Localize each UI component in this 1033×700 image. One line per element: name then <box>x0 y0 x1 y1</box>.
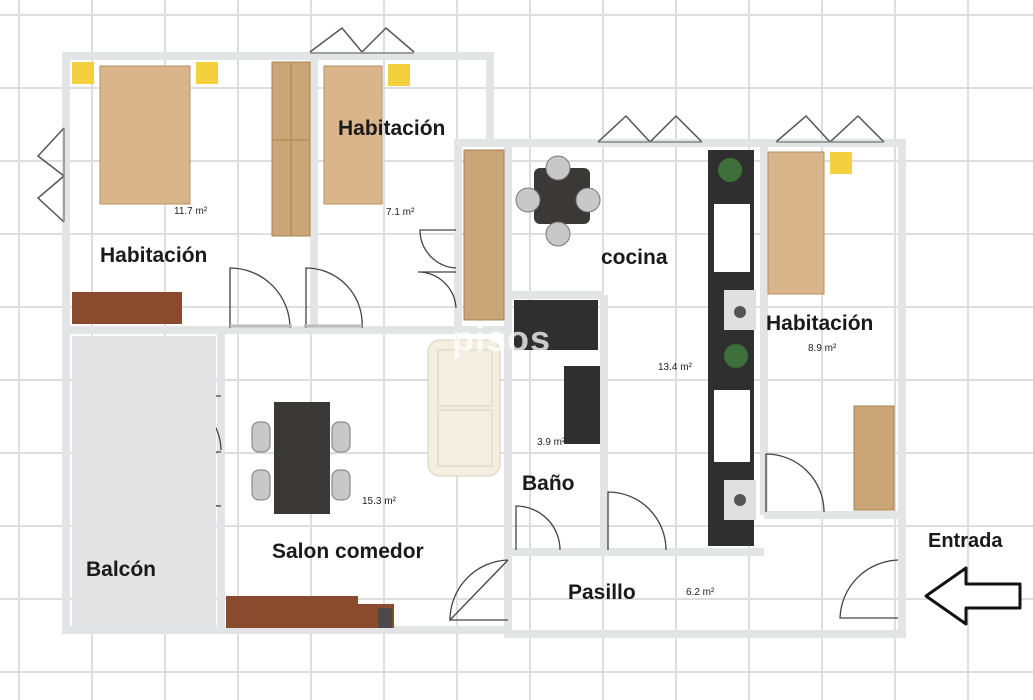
window-bedroom-2 <box>309 26 415 54</box>
chair <box>331 421 351 453</box>
door-bedroom-3 <box>765 453 825 513</box>
dresser <box>72 292 182 324</box>
chair <box>251 469 271 501</box>
bath-cabinet <box>514 300 598 350</box>
dining-table <box>274 402 330 514</box>
area-kitchen: 13.4 m² <box>658 362 692 373</box>
room-name-bedroom-2: Habitación <box>338 117 446 140</box>
balcony-floor <box>72 336 216 626</box>
kitchen-table <box>534 168 590 224</box>
door-bathroom <box>515 505 561 551</box>
chair <box>545 155 571 181</box>
outer-wall-right <box>62 139 906 638</box>
walls <box>62 52 906 638</box>
area-bedroom-1: 11.7 m² <box>174 206 208 217</box>
room-name-living-dining: Salon comedor <box>272 540 424 563</box>
bathroom-furniture <box>514 300 600 444</box>
wardrobe-3 <box>853 405 895 511</box>
double-bed <box>99 65 191 205</box>
chair <box>545 221 571 247</box>
area-bedroom-3: 8.9 m² <box>808 343 837 354</box>
bedroom-3-furniture <box>767 151 895 511</box>
wardrobe-2 <box>463 149 505 321</box>
entrance-label: Entrada <box>928 530 1003 552</box>
room-name-bedroom-3: Habitación <box>766 312 874 335</box>
nightstand-bed-2 <box>388 64 410 86</box>
room-name-kitchen: cocina <box>601 246 668 269</box>
single-bed-2 <box>323 65 383 205</box>
area-living-dining: 15.3 m² <box>362 496 396 507</box>
door-bedroom-2 <box>305 267 363 329</box>
area-hallway: 6.2 m² <box>686 587 715 598</box>
door-kitchen-bottom <box>607 491 667 551</box>
bedroom-2-furniture <box>323 64 410 205</box>
chair <box>575 187 601 213</box>
bath-unit <box>564 366 600 444</box>
windows <box>36 26 885 223</box>
door-kitchen-left <box>419 229 457 269</box>
nightstand-left <box>72 62 94 84</box>
nightstand-bed-3 <box>830 152 852 174</box>
entrance-arrow-icon <box>924 566 1022 626</box>
area-bedroom-2: 7.1 m² <box>386 207 415 218</box>
single-bed-3 <box>767 151 825 295</box>
room-name-hallway: Pasillo <box>568 581 636 604</box>
room-name-bathroom: Baño <box>522 472 575 495</box>
tv-cabinet <box>226 596 358 628</box>
window-bedroom-3 <box>775 114 885 143</box>
door-entrance <box>839 559 899 619</box>
chair <box>515 187 541 213</box>
sofa <box>427 339 501 477</box>
window-bedroom-1 <box>36 127 65 223</box>
plant <box>724 344 748 368</box>
door-bedroom-1 <box>229 267 291 329</box>
nightstand-right <box>196 62 218 84</box>
kitchen-furniture <box>515 150 756 546</box>
room-name-bedroom-1: Habitación <box>100 244 208 267</box>
bedroom-1-furniture <box>72 61 311 324</box>
living-furniture <box>226 339 501 628</box>
chair <box>331 469 351 501</box>
watermark: pisos <box>452 318 552 359</box>
door-living <box>449 559 509 622</box>
chair <box>251 421 271 453</box>
plant <box>718 158 742 182</box>
room-name-balcony: Balcón <box>86 558 157 581</box>
area-bathroom: 3.9 m² <box>537 437 566 448</box>
window-kitchen <box>597 114 703 143</box>
